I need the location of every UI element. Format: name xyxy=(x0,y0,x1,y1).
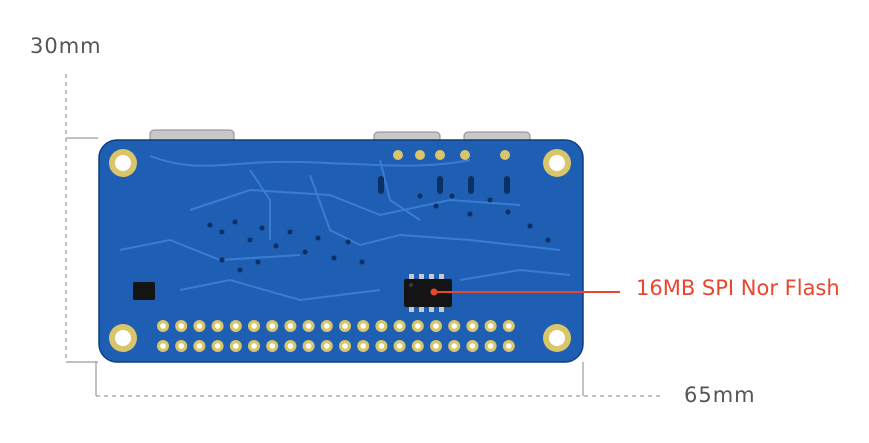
gpio-pad-hole xyxy=(487,323,494,329)
gpio-pad-hole xyxy=(360,323,367,329)
gpio-pad-hole xyxy=(451,323,458,329)
gpio-pad-hole xyxy=(342,323,348,329)
gpio-pad-hole xyxy=(233,323,239,329)
gpio-pad-hole xyxy=(469,323,476,329)
gpio-pad-hole xyxy=(196,323,203,329)
gpio-pad-hole xyxy=(178,343,184,349)
gpio-pad-hole xyxy=(233,343,239,349)
gpio-pad-hole xyxy=(396,323,403,329)
gpio-pad-hole xyxy=(269,343,276,349)
gpio-pad-hole xyxy=(287,323,294,329)
gpio-pad-hole xyxy=(469,343,476,349)
gpio-pad-hole xyxy=(506,323,512,329)
components xyxy=(207,193,551,273)
callout-leader xyxy=(430,288,620,296)
gpio-pad-hole xyxy=(378,323,385,329)
gpio-pad-hole xyxy=(160,343,166,349)
gpio-pad-hole xyxy=(487,343,494,349)
dimension-lines xyxy=(65,74,660,397)
gpio-pad-hole xyxy=(378,343,385,349)
gpio-pad-hole xyxy=(415,343,421,349)
mounting-holes xyxy=(109,149,571,352)
gpio-pad-hole xyxy=(178,323,184,329)
gpio-pad-hole xyxy=(342,343,348,349)
gpio-pad-hole xyxy=(324,343,330,349)
mounting-hole-icon xyxy=(543,149,571,177)
mounting-hole-icon xyxy=(109,149,137,177)
gpio-pad-hole xyxy=(214,323,221,329)
gpio-pad-hole xyxy=(269,323,276,329)
pcb xyxy=(98,139,584,363)
gpio-header-icon xyxy=(157,320,515,352)
width-dimension-label: 65mm xyxy=(684,383,756,407)
gpio-pad-hole xyxy=(396,343,403,349)
height-dimension-label: 30mm xyxy=(30,34,102,58)
gpio-pad-hole xyxy=(305,323,312,329)
gpio-pad-hole xyxy=(287,343,294,349)
gpio-pad-hole xyxy=(305,343,312,349)
gpio-pad-hole xyxy=(214,343,221,349)
gpio-pad-hole xyxy=(415,323,421,329)
gpio-pad-hole xyxy=(251,343,257,349)
gpio-pad-hole xyxy=(196,343,203,349)
small-ic xyxy=(133,282,155,300)
top-pads xyxy=(378,150,510,194)
flash-callout-label: 16MB SPI Nor Flash xyxy=(636,276,840,300)
board xyxy=(98,129,584,363)
gpio-pad-hole xyxy=(433,323,439,329)
traces xyxy=(119,155,571,302)
gpio-pad-hole xyxy=(160,323,166,329)
gpio-pad-hole xyxy=(324,323,330,329)
mounting-hole-icon xyxy=(109,324,137,352)
gpio-pad-hole xyxy=(360,343,367,349)
gpio-pad-hole xyxy=(433,343,439,349)
gpio-pad-hole xyxy=(506,343,512,349)
gpio-pad-hole xyxy=(451,343,458,349)
flash-chip-icon xyxy=(404,274,452,312)
gpio-pad-hole xyxy=(251,323,257,329)
mounting-hole-icon xyxy=(543,324,571,352)
